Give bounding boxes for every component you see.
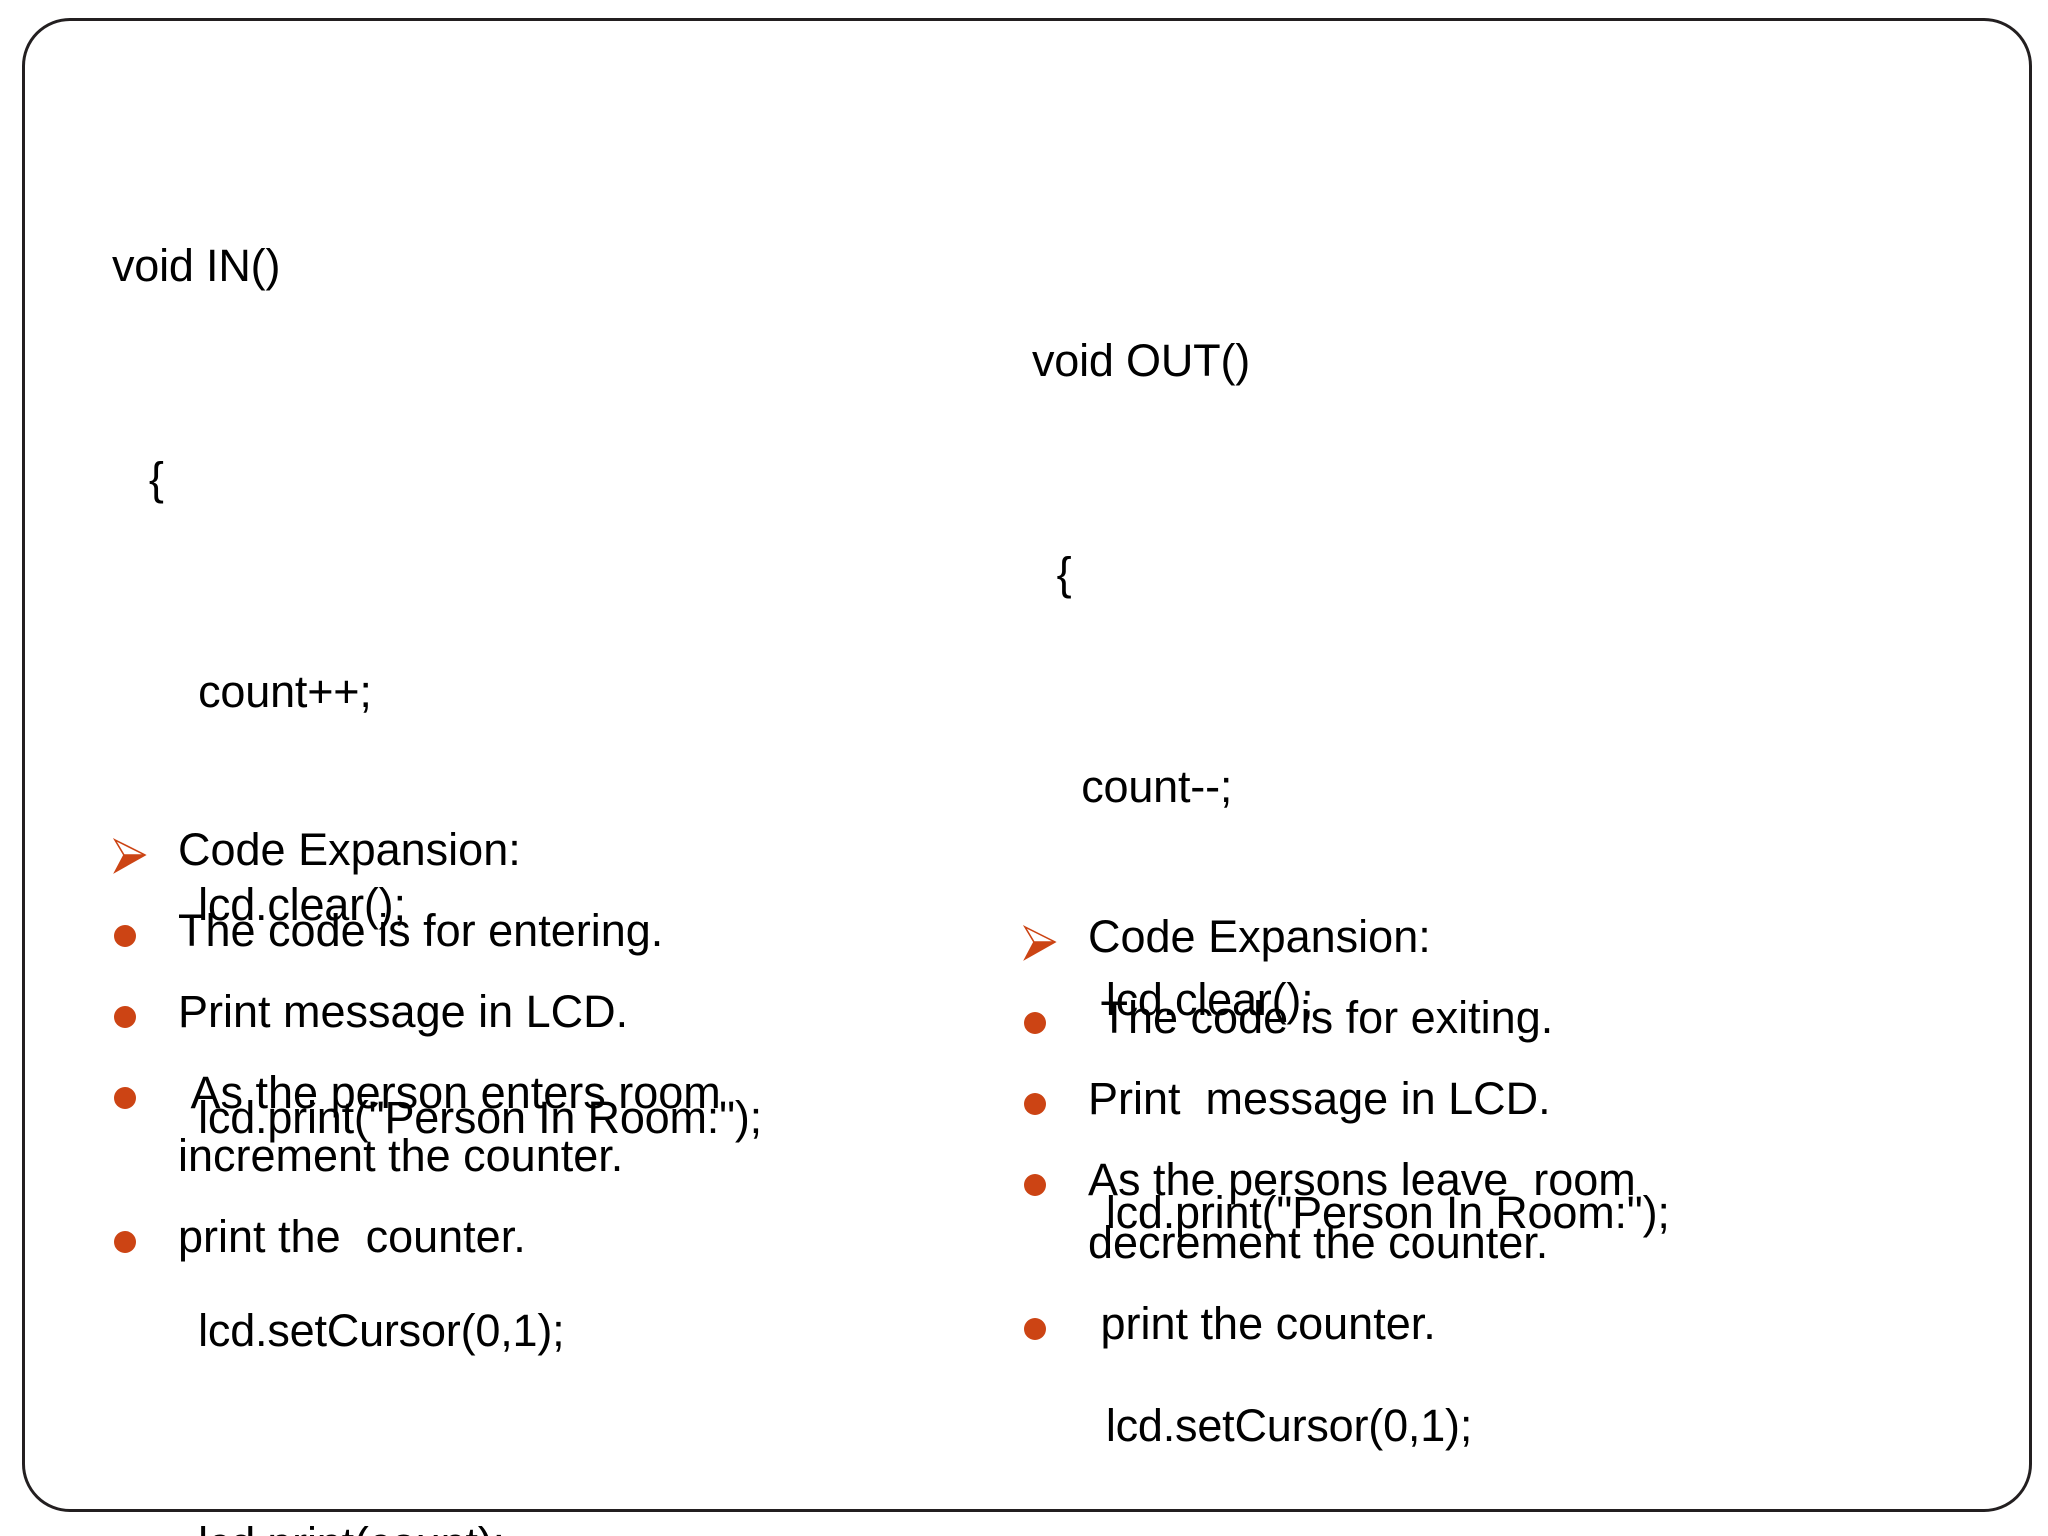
list-item: The code is for exiting. xyxy=(1020,986,1850,1049)
list-item: print the counter. xyxy=(1020,1292,1850,1355)
dot-bullet-icon xyxy=(110,980,178,1028)
code-block-void-in: void IN() { count++; lcd.clear(); lcd.pr… xyxy=(112,88,762,1536)
dot-bullet-icon xyxy=(110,1205,178,1253)
list-item: As the persons leave room decrement the … xyxy=(1020,1148,1850,1274)
list-item: Print message in LCD. xyxy=(110,980,930,1043)
arrow-bullet-icon xyxy=(1020,905,1088,963)
code-line: void OUT() xyxy=(1032,335,1251,386)
list-item-label: Print message in LCD. xyxy=(178,986,629,1037)
list-item-label: Code Expansion: xyxy=(178,824,521,875)
code-line: { xyxy=(1032,548,1072,599)
dot-bullet-icon xyxy=(1020,1292,1088,1340)
dot-bullet-icon xyxy=(110,899,178,947)
list-item: Print message in LCD. xyxy=(1020,1067,1850,1130)
code-line: lcd.print("Person In Room:"); xyxy=(1032,1187,1670,1238)
list-item-label: Code Expansion: xyxy=(1088,911,1431,962)
code-line: { xyxy=(112,453,164,504)
list-item: As the person enters room increment the … xyxy=(110,1061,930,1187)
code-line: lcd.clear(); xyxy=(112,879,406,930)
list-item-label: print the counter. xyxy=(1088,1298,1436,1349)
code-line: lcd.print("Person In Room:"); xyxy=(112,1092,762,1143)
code-line: lcd.clear(); xyxy=(1032,974,1314,1025)
list-item: The code is for entering. xyxy=(110,899,930,962)
bullet-list-right: Code Expansion: The code is for exiting.… xyxy=(1020,905,1850,1373)
dot-bullet-icon xyxy=(1020,1148,1088,1196)
code-line: lcd.setCursor(0,1); xyxy=(112,1305,565,1356)
code-line: lcd.print(count); xyxy=(112,1508,762,1536)
list-item: Code Expansion: xyxy=(1020,905,1850,968)
code-line: void IN() xyxy=(112,240,281,291)
list-item: Code Expansion: xyxy=(110,818,930,881)
dot-bullet-icon xyxy=(110,1061,178,1109)
code-line: count++; xyxy=(112,666,372,717)
code-line: count--; xyxy=(1032,761,1233,812)
list-item: print the counter. xyxy=(110,1205,930,1268)
bullet-list-left: Code Expansion: The code is for entering… xyxy=(110,818,930,1286)
list-item-label: Print message in LCD. xyxy=(1088,1073,1551,1124)
list-item-label: The code is for entering. xyxy=(178,905,664,956)
dot-bullet-icon xyxy=(1020,986,1088,1034)
code-line: lcd.setCursor(0,1); xyxy=(1032,1400,1473,1451)
code-block-void-out: void OUT() { count--; lcd.clear(); lcd.p… xyxy=(1032,183,1670,1536)
list-item-label: The code is for exiting. xyxy=(1088,992,1554,1043)
dot-bullet-icon xyxy=(1020,1067,1088,1115)
list-item-label: As the person enters room increment the … xyxy=(178,1067,734,1181)
list-item-label: As the persons leave room decrement the … xyxy=(1088,1154,1649,1268)
list-item-label: print the counter. xyxy=(178,1211,526,1262)
arrow-bullet-icon xyxy=(110,818,178,876)
